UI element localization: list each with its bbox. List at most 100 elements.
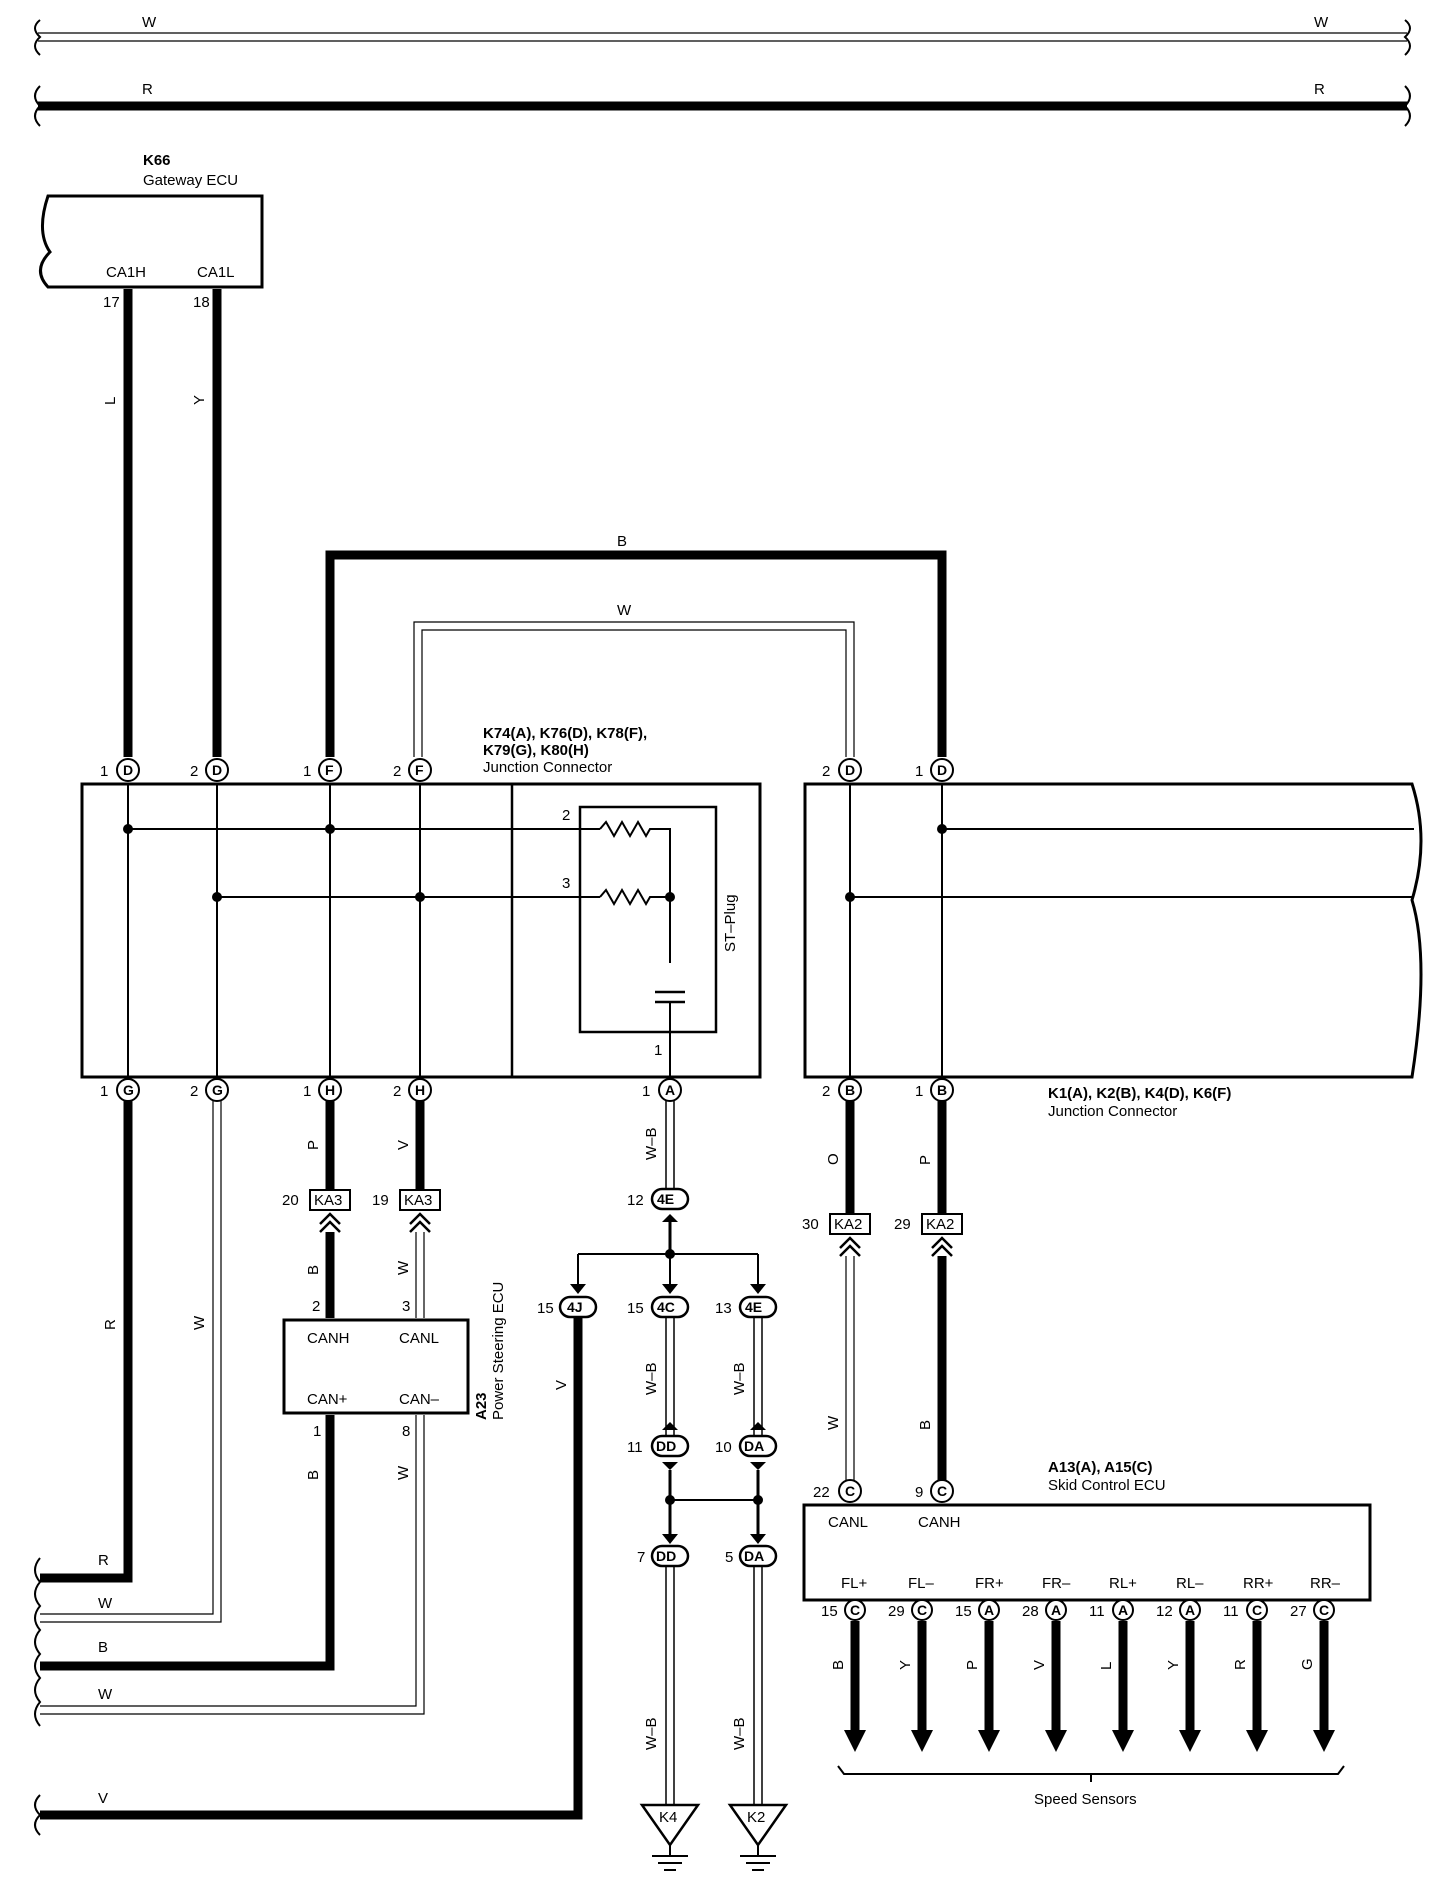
- arrow-down-icon: [750, 1284, 766, 1294]
- ps-pin-8: 8: [402, 1423, 410, 1440]
- wire-label-wb-4e: W–B: [731, 1362, 748, 1395]
- pin-c-9: C: [937, 1483, 947, 1499]
- bus-r-label-left: R: [142, 81, 153, 98]
- pin-c-22: C: [845, 1483, 855, 1499]
- skid-sensor-pin: [1313, 1599, 1335, 1621]
- wire-label-wb-da: W–B: [731, 1717, 748, 1750]
- wire-label-y: Y: [191, 395, 208, 405]
- junction-connector-right: K1(A), K2(B), K4(D), K6(F) Junction Conn…: [803, 782, 1423, 1120]
- gateway-ecu-id: K66: [143, 152, 171, 169]
- st-pin-1: 1: [654, 1042, 662, 1059]
- skid-sensor-pin: [978, 1599, 1000, 1621]
- skid-control-ecu: A13(A), A15(C) Skid Control ECU CANL CAN…: [802, 1459, 1372, 1602]
- label-4c: 4C: [657, 1299, 675, 1315]
- skid-canh: CANH: [918, 1514, 961, 1531]
- skid-sensor-conn: A: [1051, 1602, 1061, 1618]
- speed-sensor-bracket: [837, 1765, 1345, 1775]
- label-4e-right: 4E: [745, 1299, 762, 1315]
- skid-sensor-pin: [911, 1599, 933, 1621]
- pin-a-1: A: [665, 1082, 675, 1098]
- pin-num: 2: [190, 1083, 198, 1100]
- num-10: 10: [715, 1439, 732, 1456]
- skid-sensor-wire-color: L: [1098, 1662, 1115, 1670]
- skid-sensor-conn: C: [850, 1602, 860, 1618]
- gateway-ecu: K66 Gateway ECU CA1H CA1L 17 18: [39, 152, 264, 311]
- connector-ka3-1: [309, 1189, 351, 1211]
- junction-left-line2: K79(G), K80(H): [483, 742, 589, 759]
- wire-w-g-outer: [40, 1101, 214, 1615]
- skid-sensor-pin: [1112, 1599, 1134, 1621]
- label-dd-top: DD: [656, 1438, 676, 1454]
- ground-k4-label: K4: [659, 1809, 677, 1826]
- skid-sensor-wire-color: B: [830, 1660, 847, 1670]
- num-11: 11: [627, 1439, 643, 1456]
- arrow-down-icon: [662, 1462, 678, 1470]
- bus-w: W W: [34, 14, 1411, 56]
- skid-sensor-pin-label: FL+: [841, 1575, 868, 1592]
- ps-canl: CANL: [399, 1330, 439, 1347]
- wire-label-v-4j: V: [553, 1380, 570, 1390]
- wire-v-4j: [40, 1316, 583, 1820]
- ka3-label-1: KA3: [314, 1192, 342, 1209]
- wire-label-b-down: B: [305, 1470, 322, 1480]
- chevron-icon: [319, 1212, 341, 1233]
- wire-label-r-horiz: R: [98, 1552, 109, 1569]
- junction-right-name: Junction Connector: [1048, 1103, 1177, 1120]
- pin-b-1: B: [937, 1082, 947, 1098]
- pin-f-1: F: [325, 762, 334, 778]
- ground-k2-label: K2: [747, 1809, 765, 1826]
- bus-r-label-right: R: [1314, 81, 1325, 98]
- gateway-pin-ca1h: CA1H: [106, 264, 146, 281]
- arrow-up-icon: [750, 1422, 766, 1430]
- arrow-up-icon: [662, 1214, 678, 1222]
- pin-d-r2: D: [845, 762, 855, 778]
- connector-dd-bottom: [650, 1544, 690, 1568]
- ka2-num-30: 30: [802, 1216, 819, 1233]
- pin-num: 2: [822, 1083, 830, 1100]
- skid-sensor-conn: A: [984, 1602, 994, 1618]
- wire-w-ps-down-a: [40, 1415, 417, 1707]
- label-da-top: DA: [744, 1438, 764, 1454]
- arrow-up-icon: [662, 1422, 678, 1430]
- skid-sensor-conn: A: [1185, 1602, 1195, 1618]
- bus-break-v: [34, 1794, 42, 1836]
- bus-w-label-left: W: [142, 14, 157, 31]
- wire-label-p-right: P: [917, 1155, 934, 1165]
- junction-top-pins: D 1 D 2 F 1 F 2 D 2 D 1: [100, 758, 954, 782]
- gateway-ecu-name: Gateway ECU: [143, 172, 238, 189]
- skid-sensor-wire-color: Y: [897, 1660, 914, 1670]
- wire-label-l: L: [102, 397, 119, 405]
- power-steering-ecu: CANH CANL CAN+ CAN– A23 Power Steering E…: [282, 1282, 507, 1420]
- wire-label-b-ps: B: [305, 1265, 322, 1275]
- bus-r: R R: [34, 81, 1411, 127]
- arrow-down-icon: [1246, 1730, 1268, 1752]
- wire-label-b-skid: B: [917, 1420, 934, 1430]
- wire-w-ps-down-b: [40, 1415, 425, 1715]
- junction-right-line1: K1(A), K2(B), K4(D), K6(F): [1048, 1085, 1231, 1102]
- wire-label-w-horiz: W: [98, 1595, 113, 1612]
- arrow-down-icon: [1045, 1730, 1067, 1752]
- ps-canm: CAN–: [399, 1391, 440, 1408]
- wire-label-b-top: B: [617, 533, 627, 550]
- pin-d-1: D: [123, 762, 133, 778]
- gateway-pin-ca1l: CA1L: [197, 264, 235, 281]
- skid-sensor-pin: [1045, 1599, 1067, 1621]
- wire-b-loop: [325, 550, 947, 757]
- connector-da-bottom: [738, 1544, 778, 1568]
- num-15-4c: 15: [627, 1300, 644, 1317]
- ps-canh: CANH: [307, 1330, 350, 1347]
- bus-w-label-right: W: [1314, 14, 1329, 31]
- speed-sensor-outputs: FL+C15BFL–C29YFR+A15PFR–A28VRL+A11LRL–A1…: [821, 1575, 1341, 1752]
- arrow-down-icon: [570, 1284, 586, 1294]
- ps-pin-3: 3: [402, 1298, 410, 1315]
- wire-label-o: O: [825, 1153, 842, 1165]
- st-pin-2: 2: [562, 807, 570, 824]
- arrow-down-icon: [750, 1462, 766, 1470]
- pin-d-2: D: [212, 762, 222, 778]
- num-12: 12: [627, 1192, 644, 1209]
- ps-id: A23: [473, 1392, 490, 1420]
- connector-da-top: [738, 1434, 778, 1458]
- num-7: 7: [637, 1549, 645, 1566]
- wire-label-w-top: W: [617, 602, 632, 619]
- ka3-label-2: KA3: [404, 1192, 432, 1209]
